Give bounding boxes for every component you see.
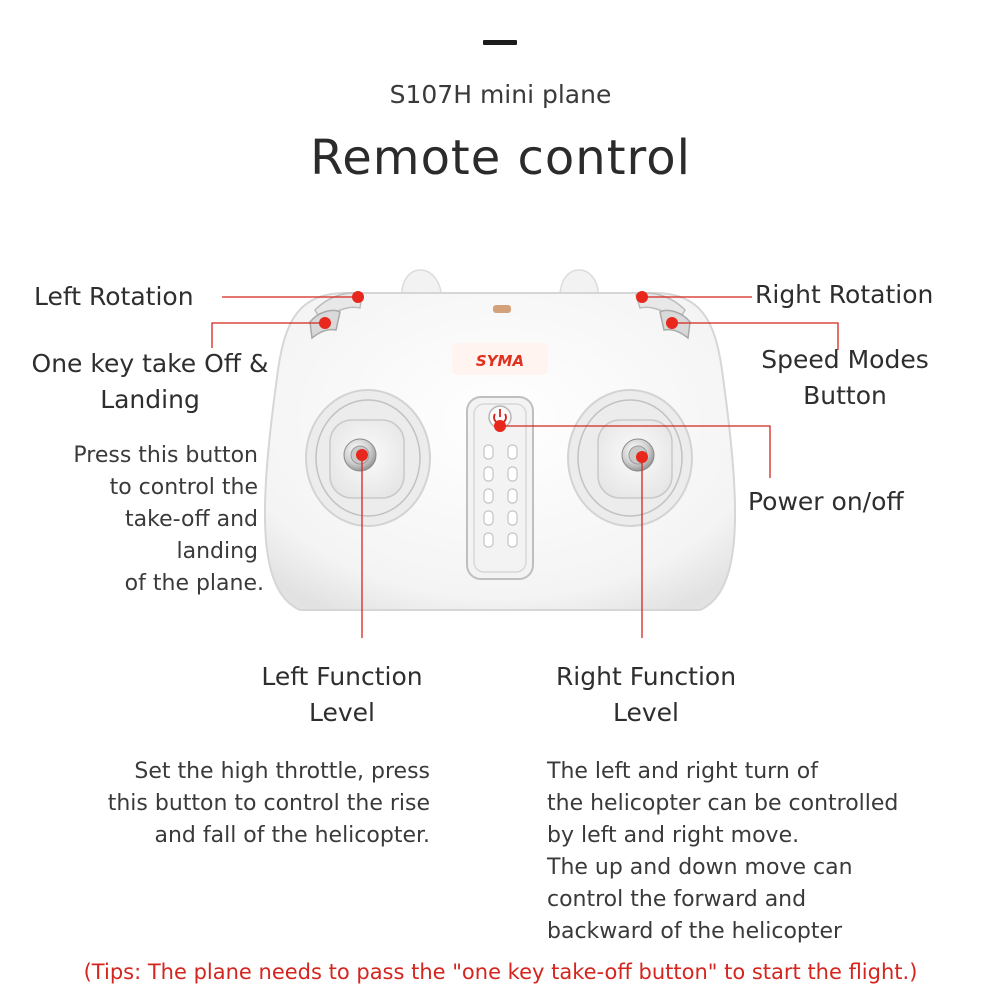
- right-function-desc-line: backward of the helicopter: [547, 919, 843, 944]
- right-function-desc-line: by left and right move.: [547, 823, 800, 848]
- one-key-desc-line: take-off and: [125, 507, 258, 532]
- header-dash: [483, 40, 517, 45]
- tips-note: (Tips: The plane needs to pass the "one …: [83, 960, 918, 984]
- right-rotation-label: Right Rotation: [755, 280, 934, 309]
- left-function-desc-line: and fall of the helicopter.: [154, 823, 430, 848]
- callout-markers: [319, 291, 678, 463]
- right-function-label-line2: Level: [613, 698, 679, 727]
- syma-logo: SYMA: [452, 343, 548, 375]
- battery-panel: [466, 396, 534, 580]
- power-label: Power on/off: [748, 487, 904, 516]
- one-key-label-line2: Landing: [100, 385, 200, 414]
- indicator-led: [493, 305, 511, 313]
- right-function-desc-line: the helicopter can be controlled: [547, 791, 899, 816]
- speed-modes-label-line1: Speed Modes: [761, 345, 929, 374]
- logo-text: SYMA: [476, 352, 524, 370]
- right-function-desc-line: The left and right turn of: [547, 759, 818, 784]
- left-stick[interactable]: [305, 389, 431, 527]
- one-key-desc-line: to control the: [109, 475, 258, 500]
- right-function-label-line1: Right Function: [555, 662, 737, 691]
- right-function-desc-line: control the forward and: [547, 887, 807, 912]
- product-subtitle: S107H mini plane: [389, 80, 612, 109]
- right-function-desc-line: The up and down move can: [547, 855, 853, 880]
- right-stick[interactable]: [567, 389, 693, 527]
- one-key-desc-line: Press this button: [73, 443, 258, 468]
- left-function-desc-line: this button to control the rise: [107, 791, 430, 816]
- callout-lines: [211, 296, 839, 638]
- speed-modes-label-line2: Button: [803, 381, 887, 410]
- left-function-label-line1: Left Function: [261, 662, 423, 691]
- one-key-desc-line: of the plane.: [124, 571, 264, 596]
- left-function-label-line2: Level: [309, 698, 375, 727]
- one-key-desc-line: landing: [176, 539, 258, 564]
- right-rotation-button[interactable]: [635, 292, 691, 340]
- page-title: Remote control: [310, 130, 691, 186]
- left-rotation-label: Left Rotation: [34, 282, 194, 311]
- left-function-desc-line: Set the high throttle, press: [134, 759, 430, 784]
- one-key-label-line1: One key take Off &: [31, 349, 269, 378]
